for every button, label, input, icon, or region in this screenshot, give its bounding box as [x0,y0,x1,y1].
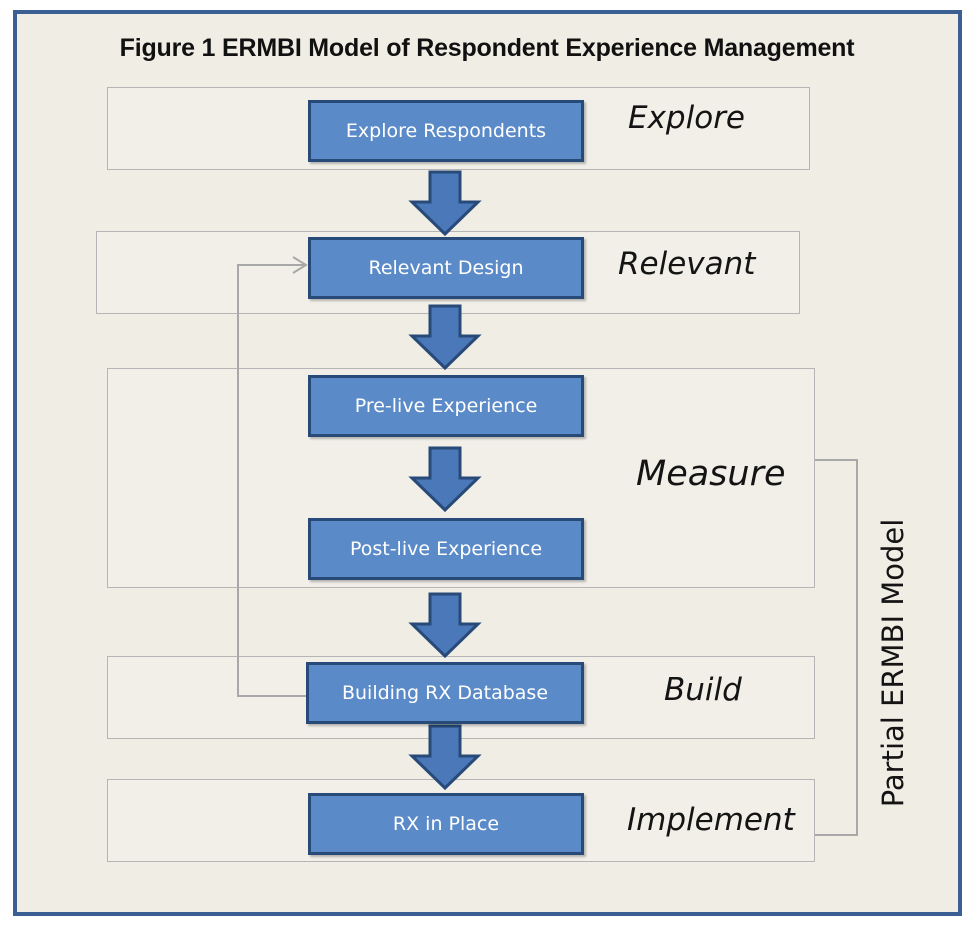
partial-model-bracket [815,459,858,836]
flow-arrow-3 [408,446,482,513]
step-explore-respondents: Explore Respondents [308,100,584,162]
stage-label-relevant: Relevant [618,246,756,282]
step-pre-live-experience: Pre-live Experience [308,375,584,437]
partial-ermbi-model-label: Partial ERMBI Model [876,518,910,808]
step-rx-in-place: RX in Place [308,793,584,855]
stage-label-explore: Explore [628,100,746,136]
flow-arrow-2 [408,304,482,371]
step-building-rx-database: Building RX Database [306,662,584,724]
flow-arrow-4 [408,592,482,659]
flow-arrow-1 [408,170,482,237]
stage-label-implement: Implement [627,802,795,838]
step-relevant-design: Relevant Design [308,237,584,299]
stage-label-build: Build [664,672,742,708]
step-post-live-experience: Post-live Experience [308,518,584,580]
feedback-arrowhead [292,256,308,274]
stage-label-measure: Measure [636,454,786,494]
feedback-loop-connector [237,264,308,697]
figure-title: Figure 1 ERMBI Model of Respondent Exper… [119,34,855,62]
flow-arrow-5 [408,724,482,791]
